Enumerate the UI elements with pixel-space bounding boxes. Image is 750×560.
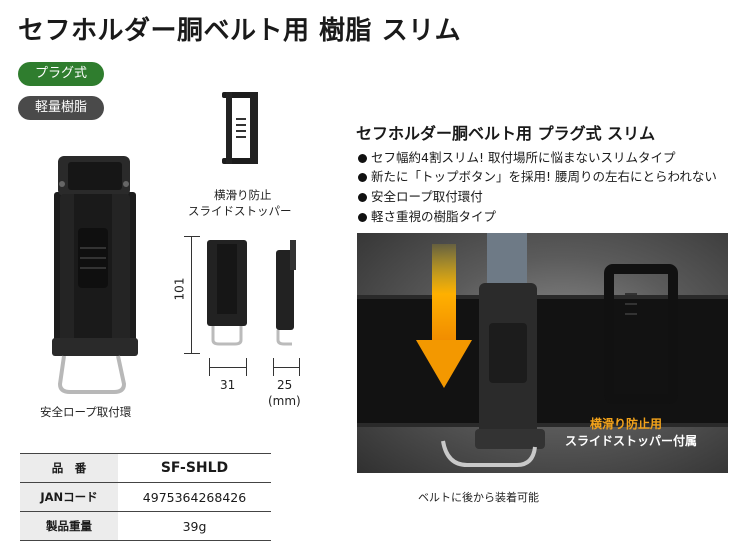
front-view-image <box>207 240 247 346</box>
spec-label: JANコード <box>20 482 118 512</box>
page-title: セフホルダー胴ベルト用 樹脂 スリム <box>18 16 462 46</box>
feature-item: 新たに「トップボタン」を採用! 腰周りの左右にとらわれない <box>358 166 717 185</box>
holder-main-image <box>52 156 138 394</box>
feature-item: 安全ロープ取付環付 <box>358 186 483 205</box>
dim-width-arrow <box>209 367 247 368</box>
dim-height-arrow <box>191 236 192 354</box>
dim-width-value: 31 <box>220 378 236 392</box>
dim-depth-value: 25 <box>277 378 293 392</box>
material-badge: 軽量樹脂 <box>18 96 104 120</box>
type-badge: プラグ式 <box>18 62 104 86</box>
feature-item: 軽さ重視の樹脂タイプ <box>358 206 496 225</box>
stopper-caption: 横滑り防止 <box>214 188 272 202</box>
spec-label: 品 番 <box>20 453 118 483</box>
bullet-icon <box>358 173 367 182</box>
stopper-caption-2: スライドストッパー <box>188 204 292 218</box>
dim-depth-arrow <box>273 367 300 368</box>
table-row: 品 番 SF-SHLD <box>20 453 271 483</box>
rope-ring-caption: 安全ロープ取付環 <box>40 405 132 419</box>
dim-height-value: 101 <box>172 277 187 301</box>
table-row: 製品重量 39g <box>20 511 271 541</box>
dim-unit: (mm) <box>268 394 301 408</box>
product-heading: セフホルダー胴ベルト用 プラグ式 スリム <box>356 124 656 143</box>
side-view-image <box>276 240 296 346</box>
bullet-icon <box>358 193 367 202</box>
photo-label-line1: 横滑り防止用 <box>590 417 663 431</box>
bullet-icon <box>358 213 367 222</box>
usage-photo <box>357 233 728 473</box>
dim-height-line-bottom <box>184 353 200 354</box>
spec-value: SF-SHLD <box>118 453 271 483</box>
down-arrow-icon <box>416 244 472 388</box>
spec-label: 製品重量 <box>20 511 118 541</box>
photo-label-line2: スライドストッパー付属 <box>565 434 698 448</box>
spec-table: 品 番 SF-SHLD JANコード 4975364268426 製品重量 39… <box>20 453 271 541</box>
slide-stopper-image <box>222 92 258 164</box>
belt-illustration <box>357 233 728 467</box>
dim-height-line-top <box>184 236 200 237</box>
bullet-icon <box>358 154 367 163</box>
spec-value: 39g <box>118 511 271 541</box>
feature-item: セフ幅約4割スリム! 取付場所に悩まないスリムタイプ <box>358 147 675 166</box>
spec-value: 4975364268426 <box>118 482 271 512</box>
belt-mount-caption: ベルトに後から装着可能 <box>418 491 539 504</box>
table-row: JANコード 4975364268426 <box>20 482 271 512</box>
